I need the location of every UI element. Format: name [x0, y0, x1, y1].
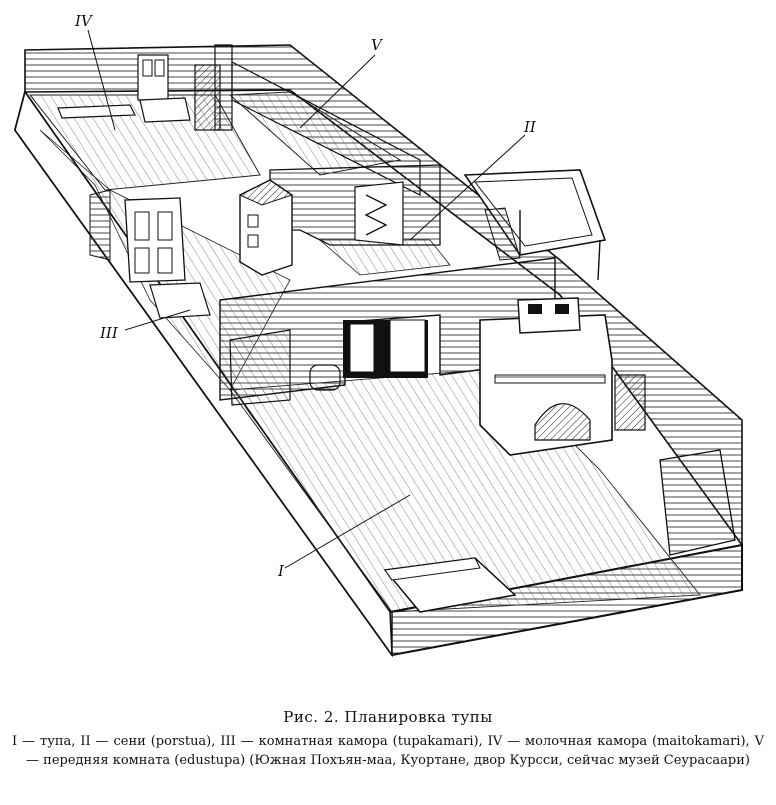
- porch-roof: [463, 169, 607, 281]
- caption-legend: I — тупа, II — сени (porstua), III — ком…: [12, 734, 764, 768]
- doors: [137, 54, 428, 378]
- label-i: I: [277, 562, 285, 580]
- furniture: [57, 64, 736, 613]
- label-iv: IV: [74, 12, 94, 30]
- caption-title: Рис. 2. Планировка тупы: [283, 708, 493, 726]
- label-iii: III: [99, 324, 119, 342]
- label-ii: II: [523, 118, 537, 136]
- main-hearth: [479, 297, 613, 456]
- house-floor-plan-illustration: IV V II III I: [13, 12, 743, 658]
- label-v: V: [371, 36, 384, 54]
- leader-lines: [87, 29, 526, 569]
- figure-caption: Рис. 2. Планировка тупы I — тупа, II — с…: [12, 708, 764, 770]
- tiled-stove: [238, 179, 294, 276]
